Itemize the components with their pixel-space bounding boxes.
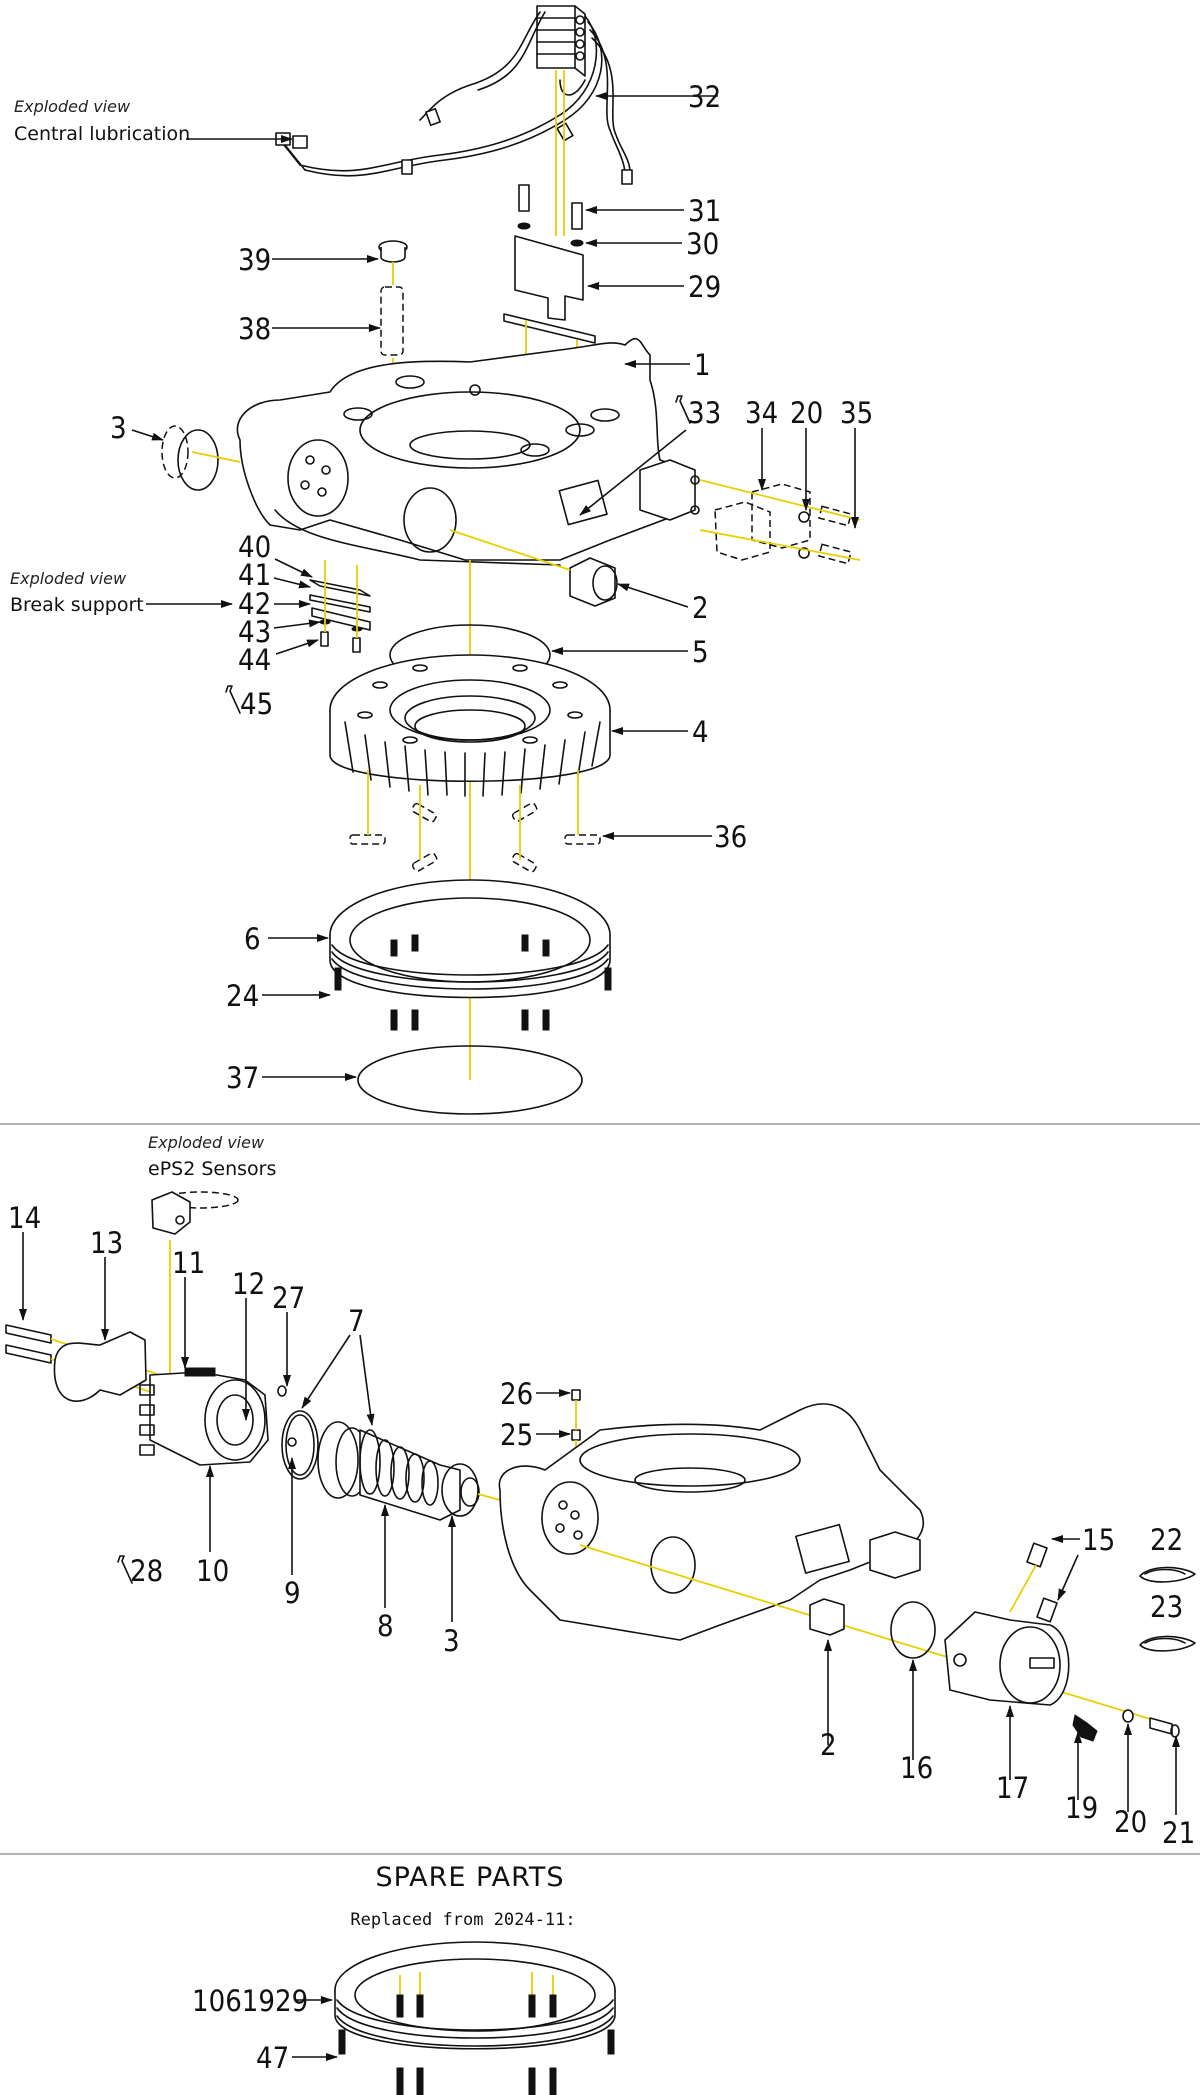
part-label: 34 (745, 396, 778, 430)
part-label: 41 (238, 558, 271, 592)
hydraulic-fittings (1009, 1542, 1058, 1623)
steering-housing (236, 338, 700, 1080)
part-label: 28 (130, 1554, 163, 1588)
callout-title: Break support (10, 594, 144, 616)
part-label: 10 (196, 1554, 229, 1588)
caption-exploded-view: Exploded view (14, 97, 131, 116)
callout-title: ePS2 Sensors (148, 1158, 276, 1180)
part-label: 13 (90, 1226, 123, 1260)
part-label: 22 (1150, 1523, 1183, 1557)
part-label: 39 (238, 243, 271, 277)
temperature-sensor (1072, 1714, 1098, 1742)
callout-title: Central lubrication (14, 123, 190, 145)
wrench-icon (675, 395, 691, 424)
part-label: 1 (694, 348, 711, 382)
caption-exploded-view: Exploded view (148, 1133, 265, 1152)
part-label: 17 (996, 1771, 1029, 1805)
part-label: 6 (244, 922, 261, 956)
part-label: 32 (688, 80, 721, 114)
seal-ring (357, 1045, 583, 1115)
steering-housing-side (498, 1403, 1171, 1726)
bearing-ring (329, 879, 612, 1031)
part-label: 2 (692, 591, 709, 625)
fitting (277, 1385, 287, 1397)
top-leaders (131, 92, 859, 1081)
part-label: 38 (238, 312, 271, 346)
part-label: 3 (443, 1624, 460, 1658)
part-label: 45 (240, 687, 273, 721)
part-label: 25 (500, 1418, 533, 1452)
spline-shaft (317, 1421, 501, 1521)
spare-parts-title: SPARE PARTS (375, 1862, 564, 1893)
part-number-label: 1061929 (192, 1984, 308, 2018)
part-label: 16 (900, 1751, 933, 1785)
o-ring-16 (890, 1601, 936, 1659)
part-label: 5 (692, 635, 709, 669)
part-label: 11 (172, 1246, 205, 1280)
part-label: 33 (688, 396, 721, 430)
bearing-bush-2 (809, 1598, 845, 1636)
part-label: 23 (1150, 1590, 1183, 1624)
part-label: 36 (714, 820, 747, 854)
caption-exploded-view: Exploded view (10, 569, 127, 588)
gaskets (1139, 1566, 1196, 1652)
part-label: 24 (226, 979, 259, 1013)
slewing-ring (329, 654, 611, 797)
break-support-callout: Exploded view Break support (10, 569, 144, 616)
bearing-bush (161, 425, 241, 491)
part-label: 12 (232, 1267, 265, 1301)
washer (1122, 1709, 1134, 1723)
bolt-21 (1149, 1717, 1173, 1735)
lubrication-distributor (275, 5, 633, 185)
central-lubrication-callout: Exploded view Central lubrication (14, 97, 190, 145)
spare-parts-section: SPARE PARTS Replaced from 2024-11: 10619… (192, 1862, 616, 2095)
wrench-icon (225, 685, 241, 714)
part-label: 14 (8, 1201, 41, 1235)
bearing-bush-2 (449, 529, 618, 607)
part-label: 4 (692, 715, 709, 749)
part-label: 31 (688, 194, 721, 228)
part-label: 15 (1082, 1523, 1115, 1557)
pump-unit (139, 1367, 269, 1466)
dowel-pins (349, 770, 601, 873)
part-label: 8 (377, 1609, 394, 1643)
part-label: 9 (284, 1576, 301, 1610)
part-label: 2 (820, 1728, 837, 1762)
part-label: 26 (500, 1377, 533, 1411)
part-label: 19 (1065, 1791, 1098, 1825)
replacement-bearing-ring (334, 1941, 616, 2095)
part-label: 37 (226, 1061, 259, 1095)
steering-motor (944, 1611, 1070, 1706)
top-part-labels: 32 31 30 29 39 38 1 3 33 34 20 35 40 41 … (110, 80, 873, 1095)
spare-parts-subtitle: Replaced from 2024-11: (350, 1910, 575, 1930)
mounting-plate-assembly (503, 70, 596, 410)
bottom-exploded-view (5, 1191, 1196, 1742)
part-label: 20 (790, 396, 823, 430)
part-label: 42 (238, 587, 271, 621)
part-label: 27 (272, 1281, 305, 1315)
part-label: 29 (688, 270, 721, 304)
break-support-parts (309, 560, 371, 653)
bottom-leaders (19, 1232, 1180, 1815)
part-label: 7 (348, 1304, 365, 1338)
bottom-part-labels: 14 13 11 12 27 7 26 25 28 10 9 8 3 15 22… (8, 1201, 1195, 1850)
part-label: 30 (686, 227, 719, 261)
wrench-icon (117, 1555, 133, 1584)
part-label: 21 (1162, 1816, 1195, 1850)
top-exploded-view (161, 5, 861, 1115)
part-label: 3 (110, 411, 127, 445)
eps2-sensor (151, 1191, 239, 1385)
part-label: 35 (840, 396, 873, 430)
part-label: 20 (1114, 1805, 1147, 1839)
part-label: 44 (238, 643, 271, 677)
part-label: 47 (256, 2041, 289, 2075)
seal-disc (281, 1410, 319, 1480)
part-label: 43 (238, 615, 271, 649)
clamp-assembly (699, 479, 861, 565)
part-label: 40 (238, 530, 271, 564)
cover-plate (53, 1331, 147, 1402)
eps2-sensors-callout: Exploded view ePS2 Sensors (148, 1133, 276, 1180)
